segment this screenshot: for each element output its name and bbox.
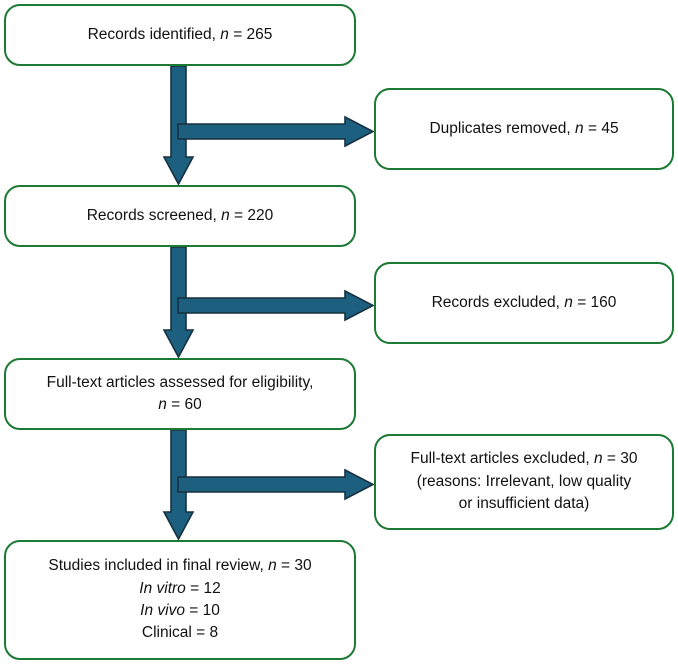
text-line: (reasons: Irrelevant, low quality bbox=[416, 472, 632, 490]
node-records-excluded[interactable]: Records excluded, n = 160 bbox=[374, 262, 674, 344]
arrow-screened-to-excluded bbox=[177, 289, 375, 322]
node-text: Full-text articles assessed for eligibil… bbox=[16, 372, 344, 417]
text-line: Records excluded, n = 160 bbox=[431, 293, 617, 311]
text-line: Full-text articles assessed for eligibil… bbox=[46, 373, 314, 391]
node-duplicates-removed[interactable]: Duplicates removed, n = 45 bbox=[374, 88, 674, 170]
node-fulltext-assessed[interactable]: Full-text articles assessed for eligibil… bbox=[4, 358, 356, 430]
node-text: Records excluded, n = 160 bbox=[386, 292, 662, 314]
node-records-identified[interactable]: Records identified, n = 265 bbox=[4, 4, 356, 66]
text-line: Clinical = 8 bbox=[141, 624, 219, 642]
node-text: Full-text articles excluded, n = 30 (rea… bbox=[386, 448, 662, 515]
text-line: In vivo = 10 bbox=[140, 602, 220, 619]
text-line: Records identified, n = 265 bbox=[87, 25, 273, 43]
node-text: Studies included in final review, n = 30… bbox=[16, 555, 344, 645]
node-text: Duplicates removed, n = 45 bbox=[386, 118, 662, 140]
arrow-fulltext-to-fulltext-excluded bbox=[177, 468, 375, 501]
arrow-fulltext-to-included bbox=[162, 429, 195, 541]
text-line: Full-text articles excluded, n = 30 bbox=[410, 450, 638, 468]
text-line: or insufficient data) bbox=[458, 495, 590, 513]
text-line: Records screened, n = 220 bbox=[86, 206, 274, 224]
node-text: Records identified, n = 265 bbox=[16, 24, 344, 46]
text-line: Studies included in final review, n = 30 bbox=[48, 557, 312, 575]
node-fulltext-excluded[interactable]: Full-text articles excluded, n = 30 (rea… bbox=[374, 434, 674, 530]
arrow-screened-to-fulltext bbox=[162, 246, 195, 359]
text-line: In vitro = 12 bbox=[139, 579, 221, 597]
arrow-identified-to-duplicates bbox=[177, 115, 375, 148]
arrow-identified-to-screened bbox=[162, 65, 195, 186]
node-studies-included[interactable]: Studies included in final review, n = 30… bbox=[4, 540, 356, 660]
node-records-screened[interactable]: Records screened, n = 220 bbox=[4, 185, 356, 247]
text-line: n = 60 bbox=[158, 396, 202, 413]
text-line: Duplicates removed, n = 45 bbox=[429, 119, 619, 137]
node-text: Records screened, n = 220 bbox=[16, 205, 344, 227]
